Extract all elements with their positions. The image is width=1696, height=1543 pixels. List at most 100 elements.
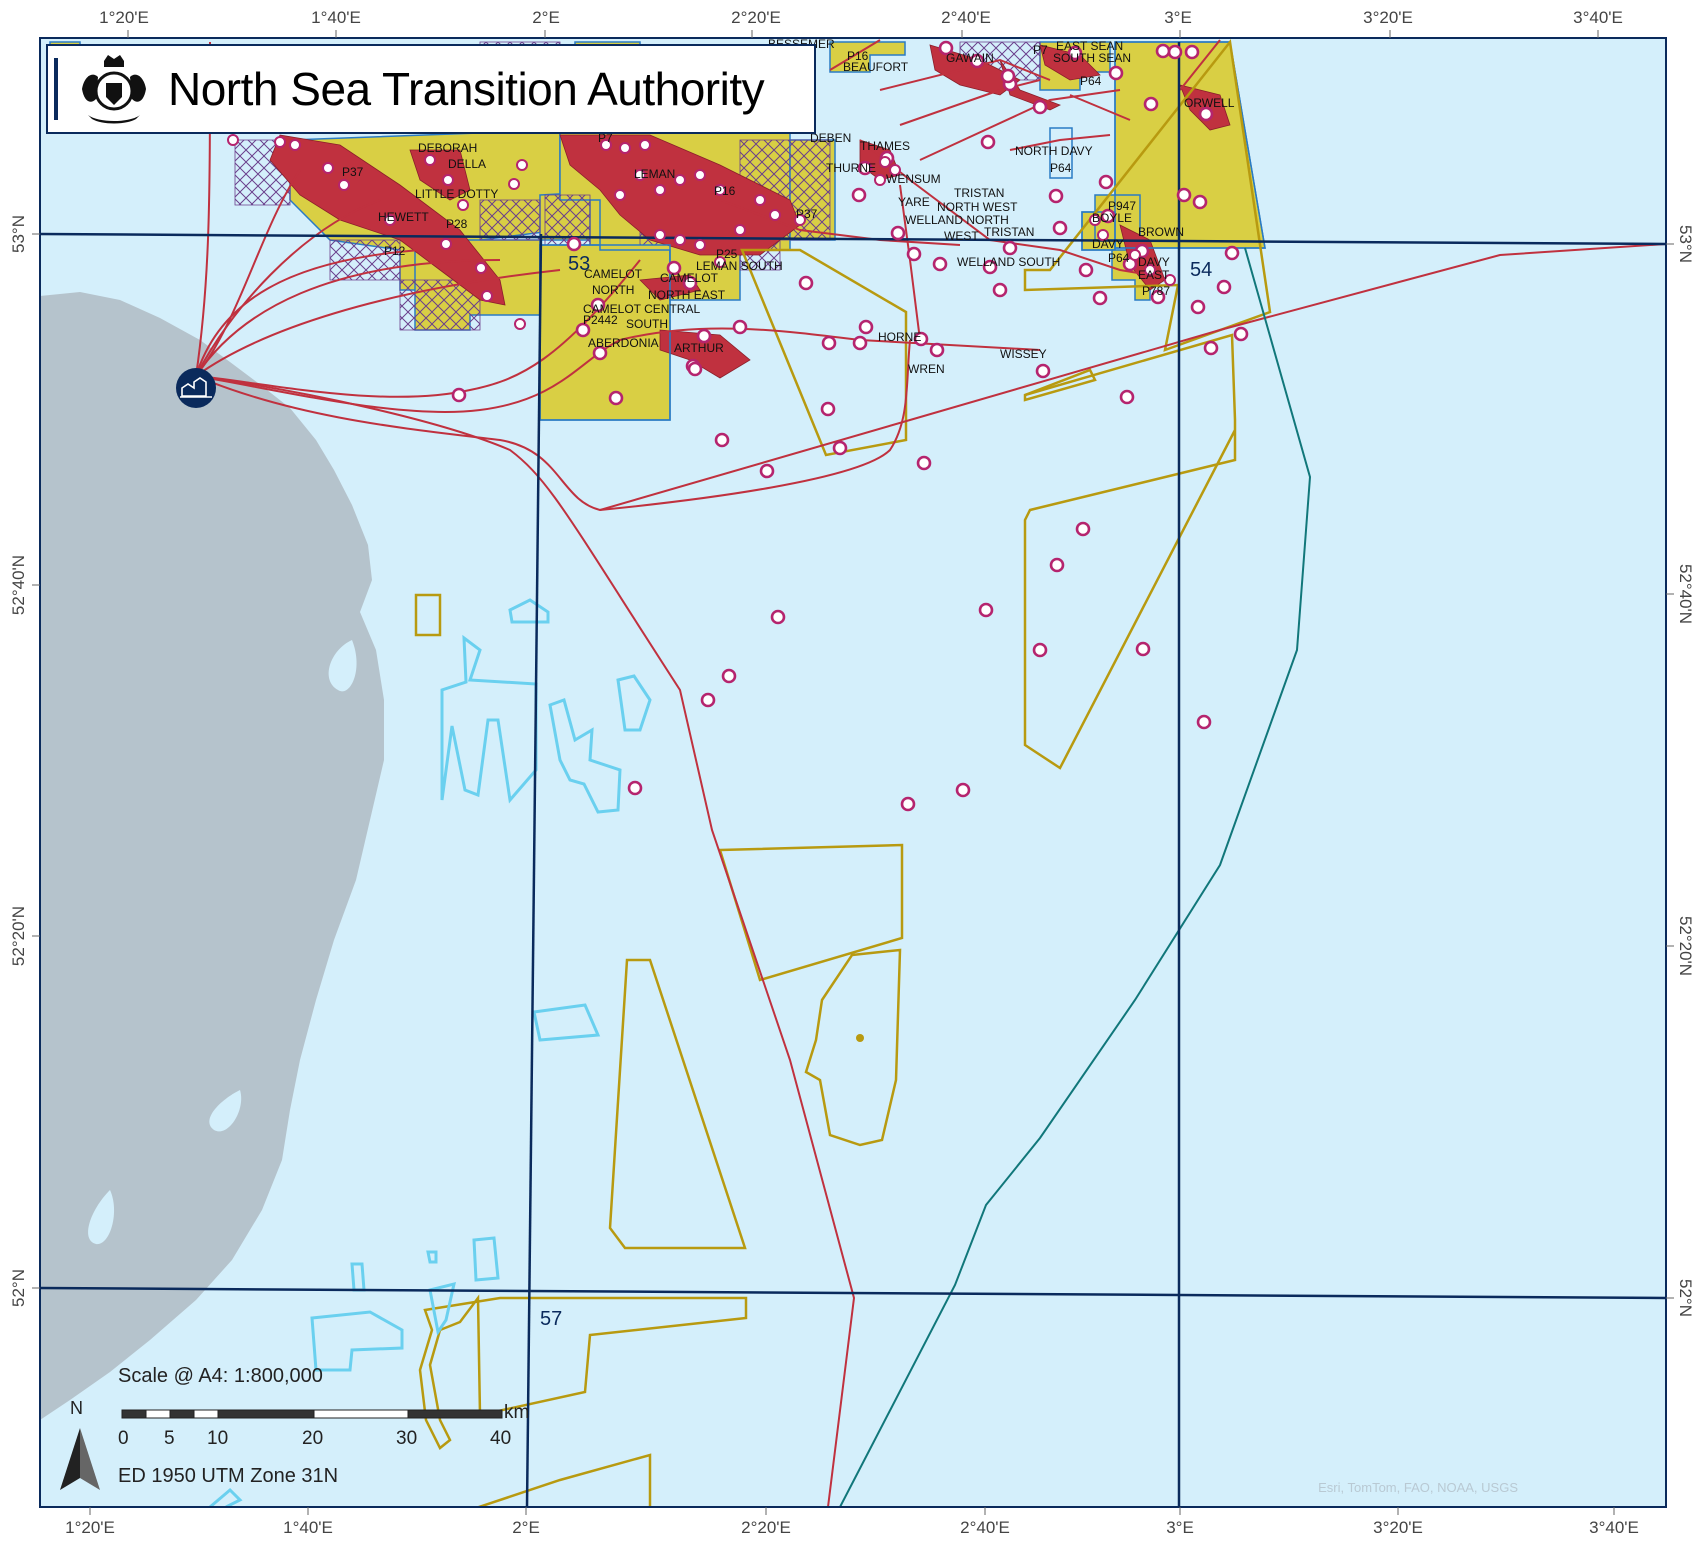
quadrant-label: 57 [540, 1308, 562, 1330]
field-label: WELLAND SOUTH [957, 255, 1060, 269]
title-accent-bar [54, 58, 58, 120]
lon-label: 2°40'E [960, 1518, 1010, 1537]
scale-tick-label: 10 [207, 1428, 229, 1449]
field-label: P37 [796, 207, 818, 221]
lat-label: 53°N [9, 215, 28, 253]
lon-label: 1°20'E [65, 1518, 115, 1537]
map-title: North Sea Transition Authority [168, 63, 765, 115]
scale-unit-label: km [504, 1402, 530, 1423]
graticule-ticks [32, 30, 1674, 1515]
lon-label: 3°E [1164, 8, 1192, 27]
scale-tick-label: 0 [118, 1428, 129, 1449]
field-label: THURNE [826, 161, 876, 175]
projection-label: ED 1950 UTM Zone 31N [118, 1465, 339, 1487]
map-frame [39, 37, 1667, 1508]
wells [451, 40, 1249, 812]
field-label: DELLA [448, 157, 486, 171]
lat-label: 52°20'N [1676, 916, 1695, 976]
field-label: P7 [1033, 43, 1048, 57]
field-label: WEST [944, 229, 979, 243]
field-label: P2442 [583, 313, 618, 327]
lon-label: 2°40'E [941, 8, 991, 27]
field-label: P947 [1108, 199, 1136, 213]
lat-labels-right: 53°N 52°40'N 52°20'N 52°N [1676, 225, 1695, 1317]
field-label: P7 [598, 131, 613, 145]
field-label: CAMELOT [660, 271, 719, 285]
pipelines [195, 39, 1666, 1507]
lat-label: 52°20'N [9, 906, 28, 966]
lat-label: 52°40'N [1676, 564, 1695, 624]
field-label: P16 [714, 184, 736, 198]
field-label: CAMELOT [584, 267, 643, 281]
field-label: P25 [716, 247, 738, 261]
lon-label: 2°E [512, 1518, 540, 1537]
field-label: CAMELOT CENTRAL [583, 302, 700, 316]
field-label: ORWELL [1184, 96, 1235, 110]
field-label: WISSEY [1000, 347, 1047, 361]
field-label: SOUTH [626, 317, 668, 331]
land-estuary [328, 640, 357, 692]
field-label: NORTH [592, 283, 634, 297]
field-label: WENSUM [886, 172, 941, 186]
field-label: LITTLE DOTTY [415, 187, 498, 201]
lon-label: 1°20'E [99, 8, 149, 27]
field-label: TRISTAN [954, 186, 1004, 200]
land-east-anglia [40, 292, 384, 1420]
scale-tick-label: 20 [302, 1428, 324, 1449]
field-label: P28 [446, 217, 468, 231]
field-label: BOYLE [1092, 211, 1132, 225]
field-label: WREN [908, 362, 945, 376]
field-label: NORTH DAVY [1015, 144, 1093, 158]
field-label: DAVY [1138, 255, 1170, 269]
north-label: N [70, 1398, 83, 1418]
field-label: SOUTH SEAN [1053, 51, 1131, 65]
lon-label: 1°40'E [283, 1518, 333, 1537]
scale-tick-label: 5 [164, 1428, 175, 1449]
field-label: P37 [342, 165, 364, 179]
scale-label: Scale @ A4: 1:800,000 [118, 1365, 323, 1387]
royal-crest-icon [82, 55, 146, 124]
field-label: TRISTAN [984, 225, 1034, 239]
field-label: EAST SEAN [1056, 39, 1123, 53]
land-estuary [209, 1090, 242, 1132]
attribution-text: Esri, TomTom, FAO, NOAA, USGS [1318, 1480, 1518, 1495]
quadrant-label: 53 [568, 253, 590, 275]
lat-label: 53°N [1676, 225, 1695, 263]
lat-label: 52°N [9, 1269, 28, 1307]
field-label: THAMES [860, 139, 910, 153]
lon-label: 3°20'E [1373, 1518, 1423, 1537]
scale-tick-label: 40 [490, 1428, 512, 1449]
field-labels: BESSEMER P16 BEAUFORT GAWAIN P7 EAST SEA… [342, 38, 1235, 376]
field-label: ABERDONIA [588, 336, 659, 350]
lat-label: 52°40'N [9, 555, 28, 615]
field-label: DEBEN [810, 131, 851, 145]
lon-label: 3°40'E [1573, 8, 1623, 27]
wells-in-fields [227, 134, 1176, 330]
field-label: P64 [1050, 161, 1072, 175]
field-label: ARTHUR [674, 341, 724, 355]
field-label: BROWN [1138, 225, 1184, 239]
field-label: HEWETT [378, 210, 429, 224]
lon-label: 2°20'E [731, 8, 781, 27]
field-label: LEMAN SOUTH [696, 259, 783, 273]
field-label: NORTH EAST [648, 288, 726, 302]
north-arrow-icon [60, 1428, 100, 1490]
field-label: DAVY [1092, 237, 1124, 251]
lat-label: 52°N [1676, 1279, 1695, 1317]
gas-terminal-icon[interactable] [176, 368, 216, 408]
windfarm-sites-cyan [209, 598, 652, 1507]
quadrant-lines [40, 42, 1666, 1507]
lon-labels-bottom: 1°20'E 1°40'E 2°E 2°20'E 2°40'E 3°E 3°20… [65, 1518, 1639, 1537]
field-label: GAWAIN [946, 51, 994, 65]
field-label: P64 [1108, 251, 1130, 265]
field-label: EAST [1138, 268, 1170, 282]
lat-labels-left: 53°N 52°40'N 52°20'N 52°N [9, 215, 28, 1307]
field-label: P12 [384, 244, 406, 258]
lon-labels-top: 1°20'E 1°40'E 2°E 2°20'E 2°40'E 3°E 3°20… [99, 8, 1623, 27]
field-label: BEAUFORT [843, 60, 909, 74]
lon-label: 1°40'E [311, 8, 361, 27]
lon-label: 2°E [532, 8, 560, 27]
scale-bar [121, 1409, 503, 1419]
lon-label: 3°E [1166, 1518, 1194, 1537]
